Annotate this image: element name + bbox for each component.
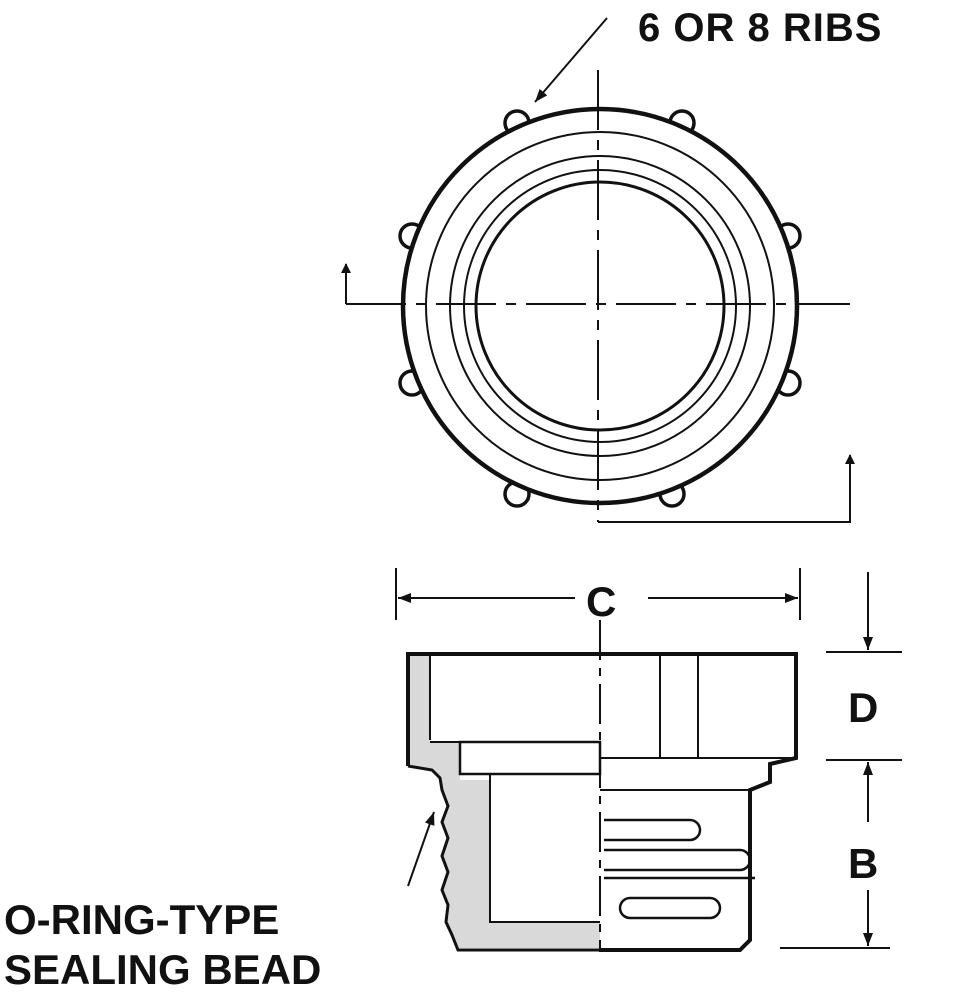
bore-outline (489, 774, 600, 923)
cap-outline (406, 652, 798, 952)
oring-callout-line2: SEALING BEAD (4, 946, 322, 993)
ring-3 (449, 155, 751, 457)
threads (604, 818, 755, 920)
ribs-leader-arrow (534, 17, 608, 103)
top-view (341, 17, 855, 523)
sealing-bead-fill (408, 656, 600, 948)
ring-4 (463, 169, 737, 443)
dimension-b-label: B (848, 840, 879, 887)
inner-ring (474, 180, 726, 432)
dimension-c-label: C (586, 578, 617, 625)
cap-step (458, 740, 602, 776)
section-arrow-right (598, 454, 855, 523)
ring-2 (425, 131, 775, 481)
oring-callout-line1: O-RING-TYPE (4, 896, 280, 943)
oring-leader-arrow (407, 811, 435, 887)
dimension-d-label: D (848, 684, 879, 731)
outer-ring (400, 106, 800, 506)
side-view (395, 568, 902, 952)
body-left-outline (407, 764, 600, 952)
ribs-callout: 6 OR 8 RIBS (638, 6, 883, 50)
